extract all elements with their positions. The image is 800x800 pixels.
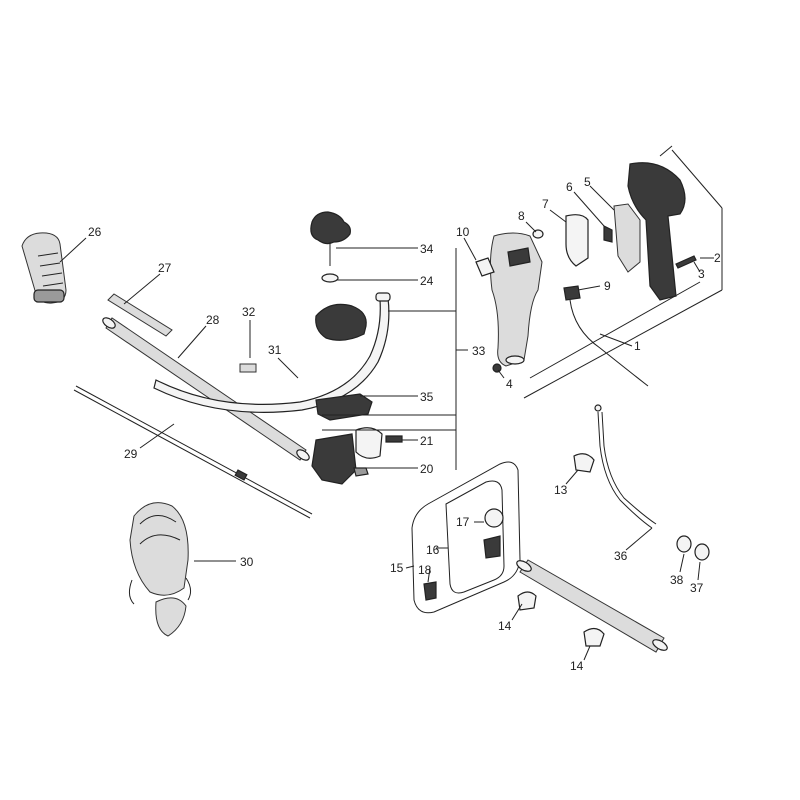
callout-17: 17 [456,515,470,529]
callout-1: 1 [634,339,641,353]
callout-28: 28 [206,313,220,327]
callout-30: 31 [268,343,282,357]
callout-37: 37 [690,581,704,595]
callout-18: 18 [418,563,432,577]
callout-21: 21 [420,434,434,448]
screw-3-part [675,255,697,269]
callout-2: 2 [714,251,721,265]
cable-1-part [569,299,649,387]
callout-labels: 26 27 28 32 31 29 30 34 24 33 35 21 20 1… [88,175,721,673]
screw-2-part [659,145,673,157]
small-tag-part [239,363,257,373]
callout-32: 32 [242,305,256,319]
bolt-21-part [385,435,403,443]
leader-lines [59,185,714,661]
callout-8: 8 [518,209,525,223]
clamp-part [315,393,373,421]
callout-5: 5 [584,175,591,189]
switch-9-part [563,285,581,301]
panel-15-part [411,461,521,614]
nut-20-part [353,467,369,477]
callout-26: 26 [88,225,102,239]
trigger-7-part [565,214,589,267]
callout-33: 33 [472,344,486,358]
clip-part [355,427,383,459]
callout-13: 13 [554,483,568,497]
rear-handle-part [627,162,686,301]
callout-15: 15 [390,561,404,575]
callout-10: 10 [456,225,470,239]
callout-3: 3 [698,267,705,281]
harness-part [128,502,192,637]
callout-34: 34 [420,242,434,256]
callout-16: 16 [426,543,440,557]
grip-handle-part [21,232,67,304]
callout-35: 35 [420,390,434,404]
callout-38: 38 [670,573,684,587]
callout-4: 4 [506,377,513,391]
lever-6-part [603,225,613,243]
washer-part [321,273,339,283]
main-tube-part [102,317,310,461]
bushing-38-part [676,535,692,553]
callout-14a: 14 [498,619,512,633]
clamp-cover-part [315,303,367,341]
handlebar-part [153,292,391,413]
plate-5-part [613,203,641,273]
clip-13-part [573,453,595,473]
bushing-37-part [694,543,710,561]
cable-36-part [594,404,657,529]
clamp-14b-part [583,627,605,647]
callout-24: 24 [420,274,434,288]
cap-10-part [475,257,495,277]
callout-20: 20 [420,462,434,476]
callout-36: 36 [614,549,628,563]
callout-9: 9 [604,279,611,293]
callout-7: 7 [542,197,549,211]
throttle-handle-part [489,232,543,367]
nut-4-part [492,363,502,373]
drive-shaft-part [73,385,313,519]
callout-31: 30 [240,555,254,569]
callout-14b: 14 [570,659,584,673]
housing-block-part [311,433,357,485]
lower-tube-part [516,559,668,653]
right-bracket-lines [523,149,723,399]
callout-29: 29 [124,447,138,461]
callout-27: 27 [158,261,172,275]
knob-part [310,211,351,266]
callout-6: 6 [566,180,573,194]
clamp-14a-part [517,591,537,611]
label-strip-part [107,293,173,337]
part-33-bracket [322,248,457,470]
